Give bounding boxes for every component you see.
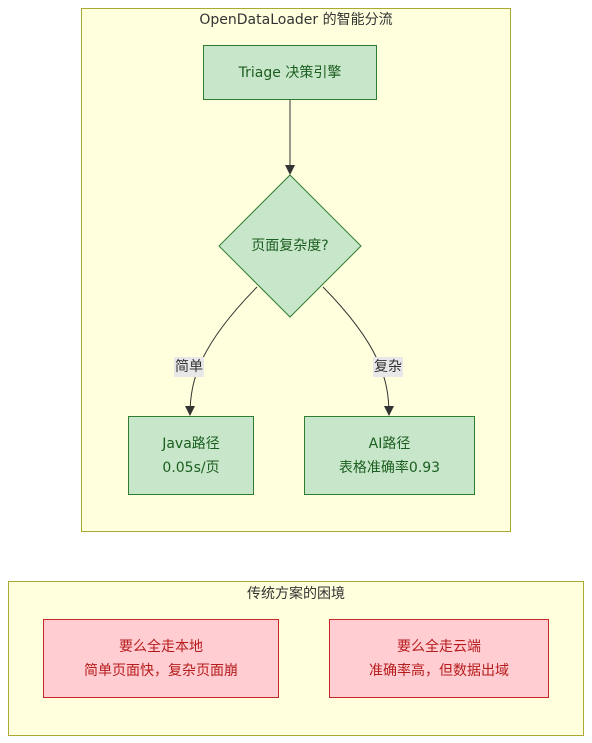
java-path-speed: 0.05s/页 <box>162 459 220 476</box>
all-local-title: 要么全走本地 <box>119 638 203 655</box>
java-path-title: Java路径 <box>162 435 220 452</box>
java-path-node: Java路径 0.05s/页 <box>128 416 254 495</box>
edge-decision-to-java <box>185 286 258 416</box>
ai-path-accuracy: 表格准确率0.93 <box>338 459 441 476</box>
all-cloud-title: 要么全走云端 <box>397 638 481 655</box>
all-local-node: 要么全走本地 简单页面快，复杂页面崩 <box>43 619 279 698</box>
all-cloud-node: 要么全走云端 准确率高，但数据出域 <box>329 619 549 698</box>
edge-label-complex: 复杂 <box>373 357 403 377</box>
ai-path-node: AI路径 表格准确率0.93 <box>304 416 475 495</box>
smart-routing-title: OpenDataLoader 的智能分流 <box>199 12 393 28</box>
traditional-title: 传统方案的困境 <box>247 586 345 602</box>
all-cloud-desc: 准确率高，但数据出域 <box>369 662 509 679</box>
all-local-desc: 简单页面快，复杂页面崩 <box>84 662 238 679</box>
ai-path-title: AI路径 <box>368 435 411 452</box>
triage-engine-node: Triage 决策引擎 <box>203 45 377 100</box>
decision-diamond <box>218 174 362 318</box>
decision-label: 页面复杂度? <box>251 238 329 254</box>
edge-label-simple: 简单 <box>174 357 204 377</box>
triage-engine-label: Triage 决策引擎 <box>238 64 342 81</box>
edge-decision-to-ai <box>322 286 394 416</box>
